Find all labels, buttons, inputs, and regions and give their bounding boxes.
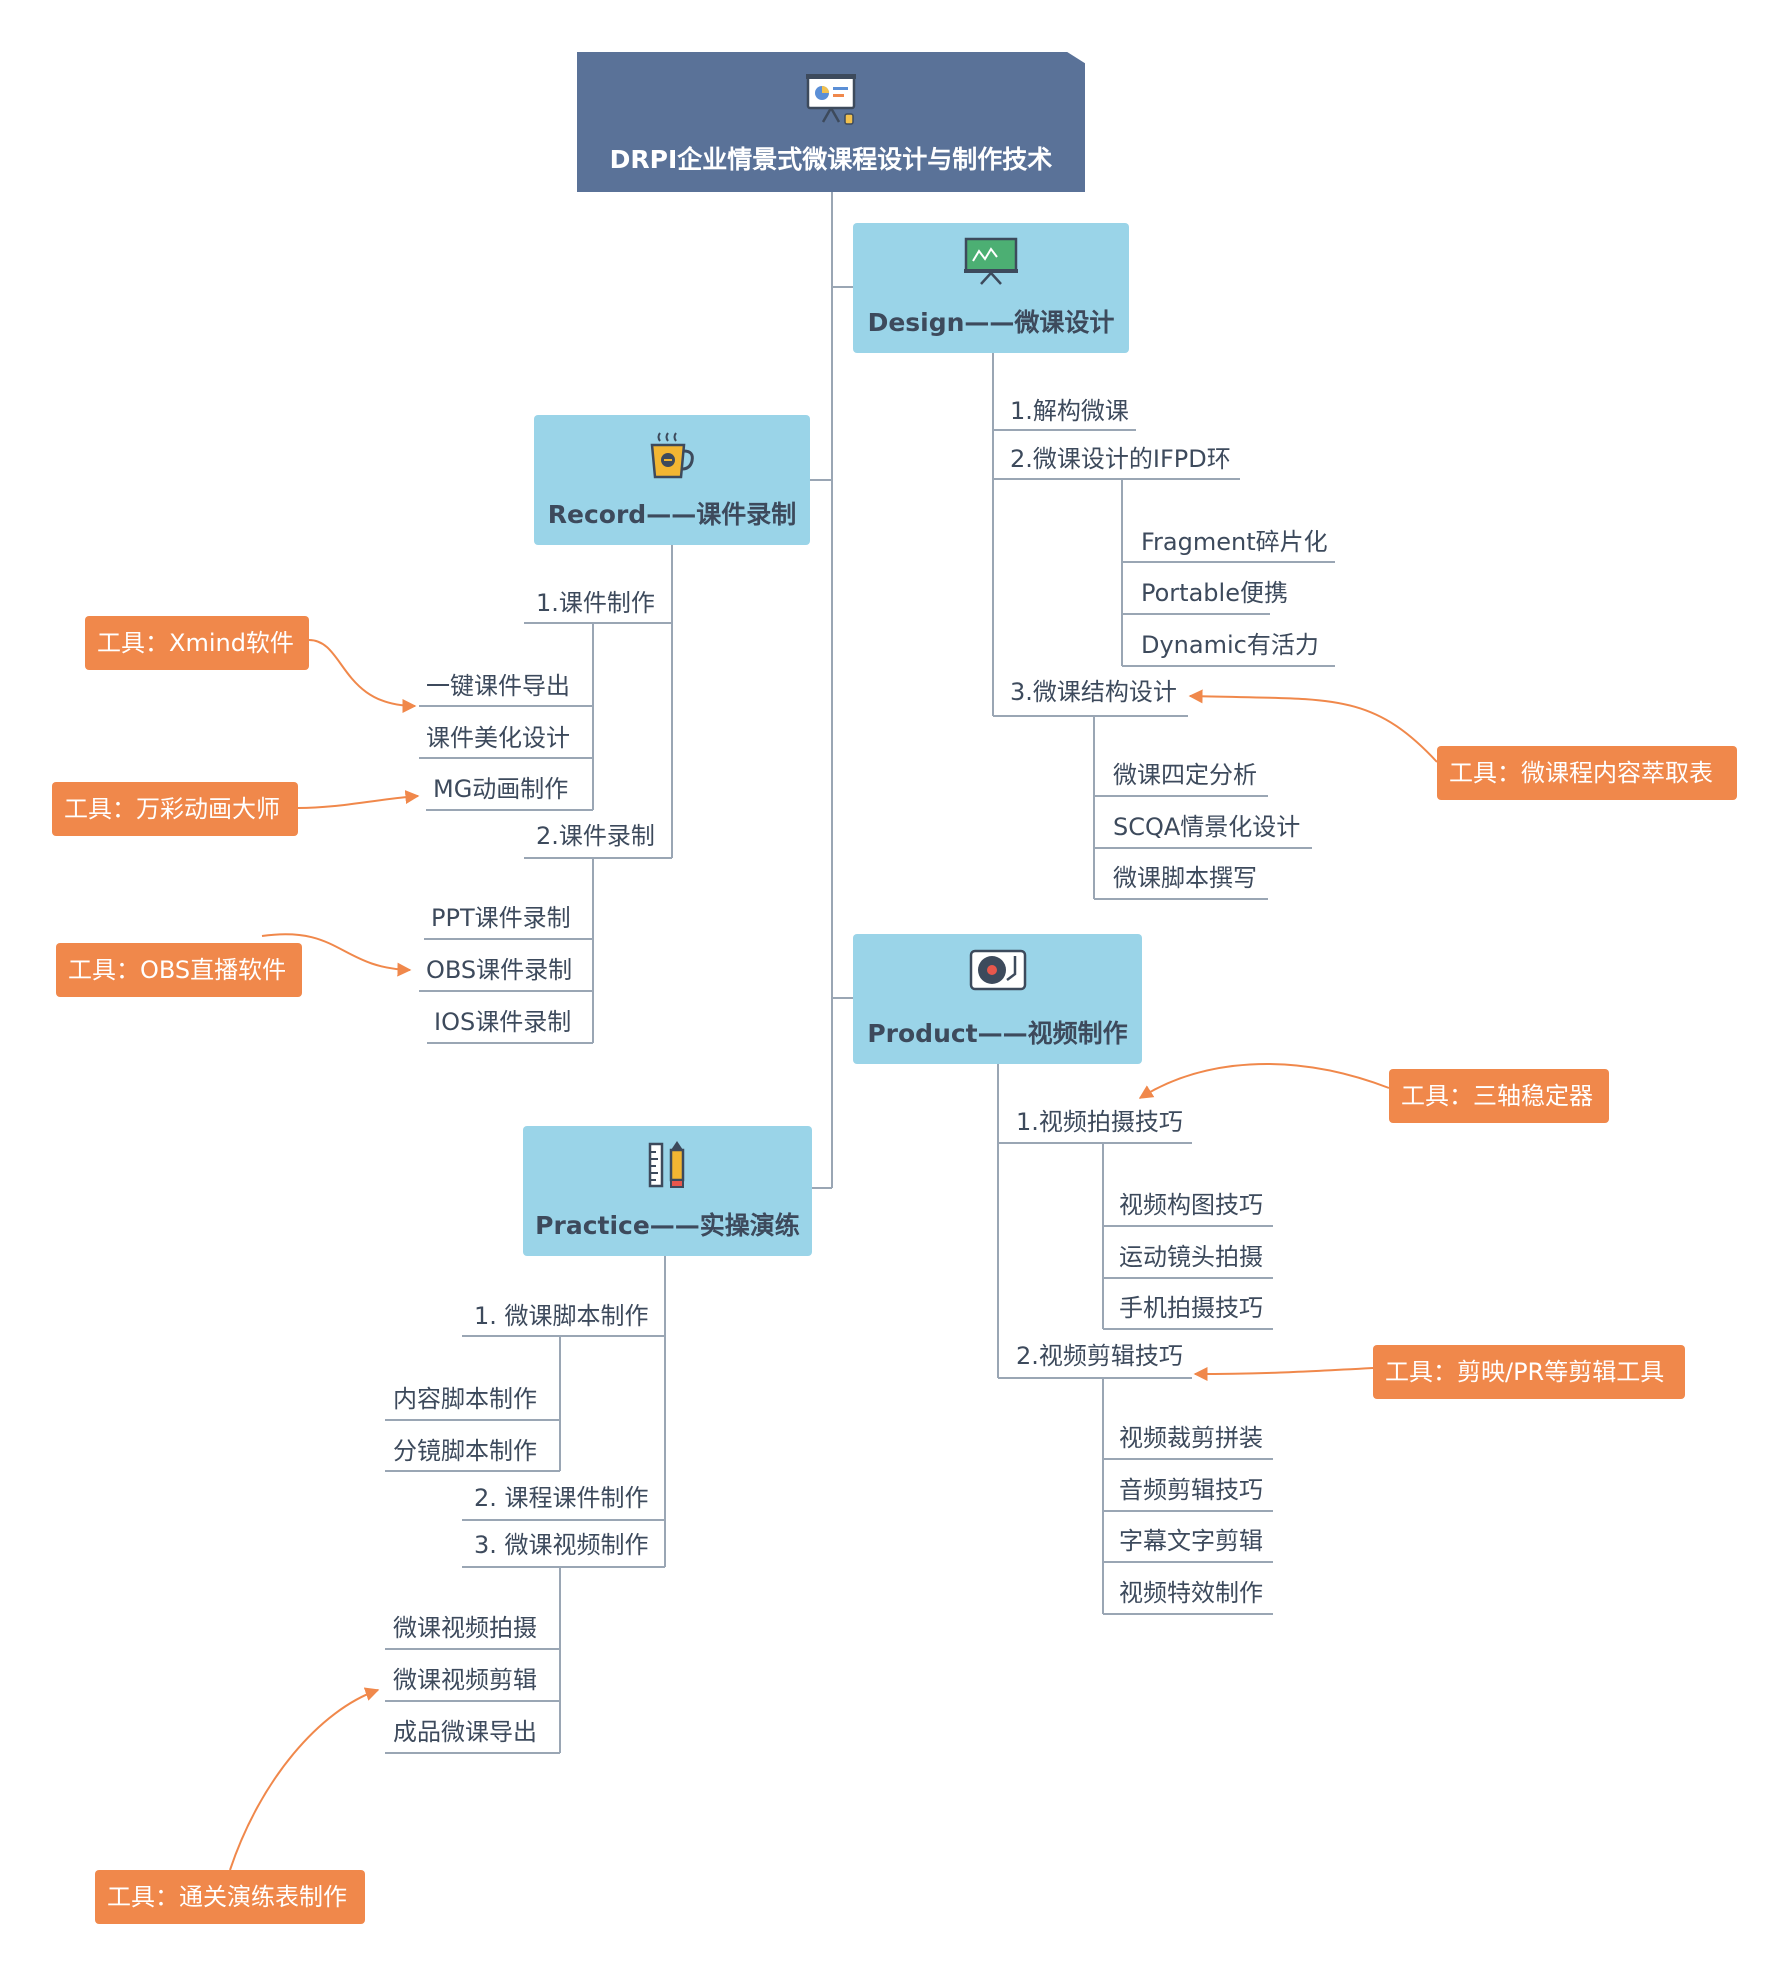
- tool-callout-practice[interactable]: 工具：通关演练表制作: [95, 1870, 365, 1924]
- branch-design[interactable]: Design——微课设计: [853, 223, 1129, 353]
- practice-item-3-sub-1[interactable]: 微课视频拍摄: [393, 1614, 537, 1642]
- record-item-1-sub-3[interactable]: MG动画制作: [433, 775, 569, 803]
- tool-callout-editing[interactable]: 工具：剪映/PR等剪辑工具: [1373, 1345, 1685, 1399]
- tool-callout-extract[interactable]: 工具：微课程内容萃取表: [1437, 746, 1737, 800]
- design-item-3-sub-3[interactable]: 微课脚本撰写: [1113, 864, 1257, 892]
- branch-record[interactable]: Record——课件录制: [534, 415, 810, 545]
- product-item-2-sub-3[interactable]: 字幕文字剪辑: [1119, 1527, 1263, 1555]
- branch-design-title: Design——微课设计: [867, 308, 1115, 337]
- practice-item-1-sub-1[interactable]: 内容脚本制作: [393, 1385, 537, 1413]
- ruler-pencil-icon: [646, 1140, 690, 1194]
- branch-practice-title: Practice——实操演练: [535, 1211, 800, 1240]
- practice-item-1-sub-2[interactable]: 分镜脚本制作: [393, 1437, 537, 1465]
- tool-callout-wancai[interactable]: 工具：万彩动画大师: [52, 782, 298, 836]
- extract-annotation-arrow: [1188, 689, 1438, 763]
- practice-annotation-arrow: [229, 1687, 380, 1871]
- practice-item-2[interactable]: 2. 课程课件制作: [474, 1484, 649, 1512]
- design-item-2-sub-2[interactable]: Portable便携: [1141, 579, 1288, 607]
- design-item-3-sub-2[interactable]: SCQA情景化设计: [1113, 813, 1301, 841]
- record-player-icon: [969, 948, 1027, 996]
- product-item-1[interactable]: 1.视频拍摄技巧: [1016, 1108, 1183, 1136]
- tool-callout-gimbal[interactable]: 工具：三轴稳定器: [1389, 1069, 1609, 1123]
- product-item-2-sub-2[interactable]: 音频剪辑技巧: [1119, 1476, 1263, 1504]
- design-item-3[interactable]: 3.微课结构设计: [1010, 678, 1177, 706]
- editing-annotation-arrow: [1193, 1366, 1374, 1381]
- record-item-1-sub-2[interactable]: 课件美化设计: [426, 724, 570, 752]
- branch-product[interactable]: Product——视频制作: [853, 934, 1142, 1064]
- record-item-2-sub-1[interactable]: PPT课件录制: [431, 904, 571, 932]
- record-item-2[interactable]: 2.课件录制: [536, 822, 655, 850]
- practice-item-3[interactable]: 3. 微课视频制作: [474, 1531, 649, 1559]
- xmind-annotation-arrow: [308, 639, 417, 713]
- practice-item-1[interactable]: 1. 微课脚本制作: [474, 1302, 649, 1330]
- design-item-2-sub-1[interactable]: Fragment碎片化: [1141, 528, 1328, 556]
- tool-callout-xmind[interactable]: 工具：Xmind软件: [85, 616, 309, 670]
- product-item-2-sub-1[interactable]: 视频裁剪拼装: [1119, 1424, 1263, 1452]
- whiteboard-chart-icon: [963, 237, 1019, 289]
- record-item-2-sub-2[interactable]: OBS课件录制: [426, 956, 573, 984]
- product-item-1-sub-3[interactable]: 手机拍摄技巧: [1119, 1294, 1263, 1322]
- branch-record-title: Record——课件录制: [547, 500, 797, 529]
- obs-annotation-arrow: [261, 933, 412, 977]
- product-item-1-sub-1[interactable]: 视频构图技巧: [1119, 1191, 1263, 1219]
- practice-item-3-sub-3[interactable]: 成品微课导出: [393, 1718, 537, 1746]
- presentation-board-icon: [805, 72, 857, 130]
- design-item-3-sub-1[interactable]: 微课四定分析: [1113, 761, 1257, 789]
- branch-practice[interactable]: Practice——实操演练: [523, 1126, 812, 1256]
- root-topic[interactable]: DRPI企业情景式微课程设计与制作技术: [577, 52, 1085, 192]
- design-item-2-sub-3[interactable]: Dynamic有活力: [1141, 631, 1319, 659]
- design-item-2[interactable]: 2.微课设计的IFPD环: [1010, 445, 1231, 473]
- record-item-1[interactable]: 1.课件制作: [536, 589, 655, 617]
- product-item-1-sub-2[interactable]: 运动镜头拍摄: [1119, 1243, 1263, 1271]
- wancai-annotation-arrow: [297, 790, 420, 809]
- branch-product-title: Product——视频制作: [867, 1019, 1128, 1048]
- gimbal-annotation-arrow: [1138, 1063, 1390, 1099]
- product-item-2-sub-4[interactable]: 视频特效制作: [1119, 1579, 1263, 1607]
- record-item-1-sub-1[interactable]: 一键课件导出: [426, 672, 570, 700]
- practice-item-3-sub-2[interactable]: 微课视频剪辑: [393, 1666, 537, 1694]
- tool-callout-obs[interactable]: 工具：OBS直播软件: [56, 943, 302, 997]
- product-item-2[interactable]: 2.视频剪辑技巧: [1016, 1342, 1183, 1370]
- design-item-1[interactable]: 1.解构微课: [1010, 397, 1129, 425]
- root-title: DRPI企业情景式微课程设计与制作技术: [609, 145, 1053, 174]
- record-item-2-sub-3[interactable]: IOS课件录制: [434, 1008, 572, 1036]
- coffee-mug-icon: [648, 429, 696, 487]
